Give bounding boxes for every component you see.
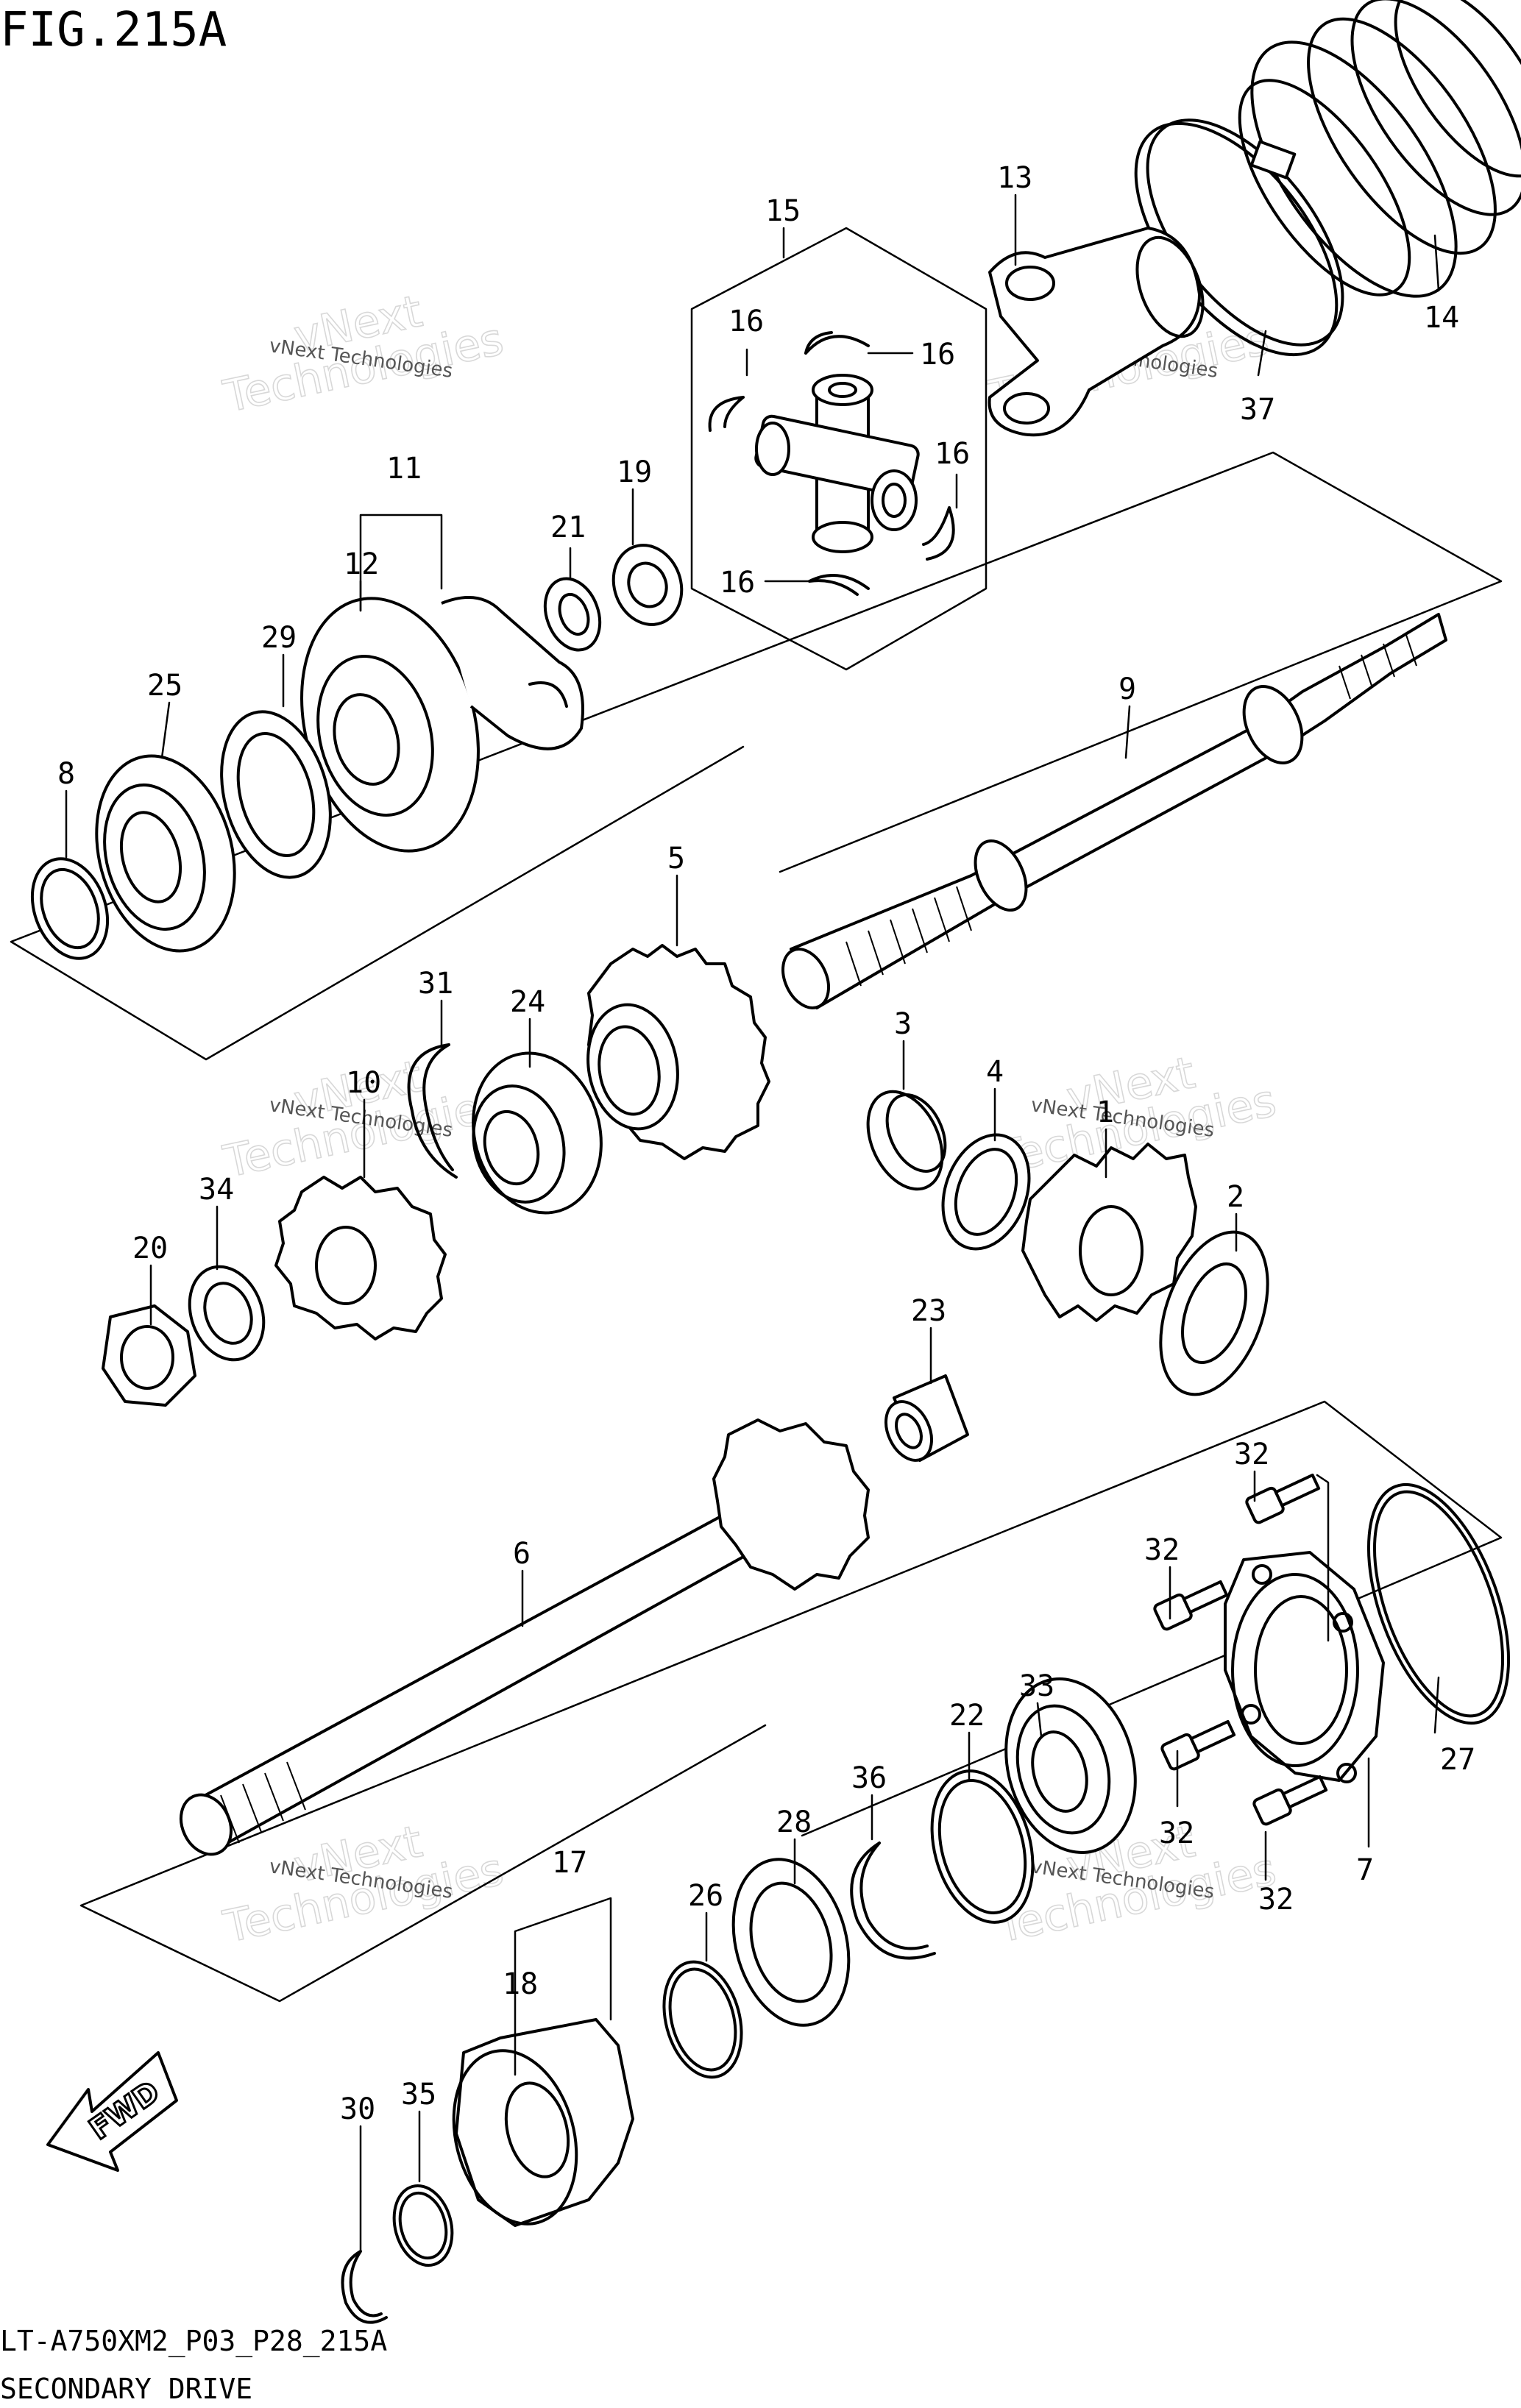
callout-13: 13	[997, 161, 1032, 195]
part-22-shim	[930, 1769, 1035, 1924]
callout-21: 21	[550, 511, 586, 544]
callout-17: 17	[552, 1846, 587, 1880]
part-12-flange-yoke	[300, 596, 584, 853]
part-31-circlip	[407, 1043, 458, 1179]
callout-labels: 13 14 37 15 16 16 16 16 19 21 11 12 29 2…	[57, 161, 1475, 2126]
callout-5: 5	[667, 842, 685, 876]
part-14-boot	[1238, 0, 1521, 298]
callout-3: 3	[894, 1007, 912, 1041]
model-code: LT-A750XM2_P03_P28_215A	[0, 2325, 387, 2358]
part-10-pinion-gear	[274, 1176, 447, 1340]
callout-20: 20	[132, 1232, 168, 1265]
callout-36: 36	[851, 1761, 887, 1795]
callout-15: 15	[765, 194, 801, 228]
part-34-washer	[188, 1265, 266, 1362]
callout-32b: 32	[1144, 1533, 1180, 1567]
part-28-oil-seal	[731, 1858, 851, 2027]
callout-19: 19	[617, 455, 652, 489]
callout-33: 33	[1019, 1669, 1054, 1703]
part-32-bolts	[1153, 1473, 1328, 1826]
callout-2: 2	[1227, 1180, 1244, 1214]
callout-32d: 32	[1258, 1883, 1294, 1917]
universal-joint-kit-frame	[690, 227, 988, 671]
callout-18: 18	[503, 1967, 538, 2001]
part-5-bevel-gear	[586, 944, 770, 1160]
part-3-spacer	[866, 1090, 947, 1191]
callout-22: 22	[949, 1699, 985, 1733]
part-9-shaft	[781, 613, 1447, 1009]
callout-7: 7	[1356, 1853, 1374, 1887]
callout-37: 37	[1240, 393, 1275, 427]
lower-assembly-frame	[79, 1400, 1503, 2003]
part-8-ring	[30, 857, 110, 960]
part-21-washer	[543, 577, 602, 652]
callout-30: 30	[340, 2092, 375, 2126]
figure-title: FIG.215A	[0, 3, 227, 57]
part-4-shim	[941, 1133, 1031, 1251]
callout-12: 12	[344, 547, 379, 581]
callout-28: 28	[776, 1805, 812, 1839]
callout-14: 14	[1424, 301, 1459, 335]
callout-16a: 16	[728, 305, 764, 338]
part-33-bearing	[1004, 1677, 1137, 1854]
part-25-bearing	[95, 754, 236, 953]
part-16-circlips	[708, 331, 955, 596]
part-6-shaft-gear	[179, 1418, 870, 1856]
callout-16b: 16	[920, 338, 955, 372]
callout-24: 24	[510, 985, 545, 1019]
part-7-bearing-cover	[1224, 1551, 1385, 1783]
callout-32a: 32	[1234, 1438, 1269, 1471]
part-24-needle-bearing	[472, 1051, 603, 1215]
callout-35: 35	[401, 2078, 436, 2112]
callout-16c: 16	[935, 437, 970, 471]
callout-1: 1	[1096, 1095, 1114, 1129]
callout-4: 4	[986, 1055, 1004, 1089]
upper-assembly-frame	[10, 451, 1503, 1061]
callout-11: 11	[386, 452, 422, 486]
part-13-yoke	[988, 227, 1205, 437]
part-30-circlip	[341, 2250, 388, 2324]
callout-10: 10	[346, 1066, 381, 1100]
part-36-circlip	[850, 1841, 936, 1960]
part-2-shim	[1159, 1230, 1269, 1396]
callout-8: 8	[57, 757, 75, 791]
section-name: SECONDARY DRIVE	[0, 2373, 252, 2405]
part-35-circlip	[392, 2184, 454, 2267]
part-19-spacer-nut	[611, 544, 684, 626]
callout-9: 9	[1118, 672, 1136, 706]
part-29-oil-seal	[220, 710, 332, 879]
callout-32c: 32	[1159, 1816, 1194, 1850]
callout-16d: 16	[720, 566, 755, 600]
leader-lines	[65, 193, 1440, 2253]
callout-26: 26	[688, 1879, 723, 1913]
part-18-coupling	[452, 2018, 634, 2227]
part-15-universal-joint	[754, 374, 920, 553]
callout-25: 25	[147, 669, 182, 703]
fwd-arrow-icon: FWD	[46, 2051, 178, 2172]
callout-6: 6	[513, 1537, 531, 1571]
part-23-bearing	[884, 1374, 969, 1462]
part-20-nut	[102, 1304, 196, 1407]
part-27-o-ring	[1366, 1482, 1511, 1725]
callout-27: 27	[1440, 1743, 1475, 1777]
callout-23: 23	[911, 1294, 946, 1328]
callout-34: 34	[199, 1173, 234, 1207]
part-26-o-ring	[662, 1960, 743, 2079]
callout-29: 29	[261, 621, 297, 655]
callout-31: 31	[418, 967, 453, 1001]
